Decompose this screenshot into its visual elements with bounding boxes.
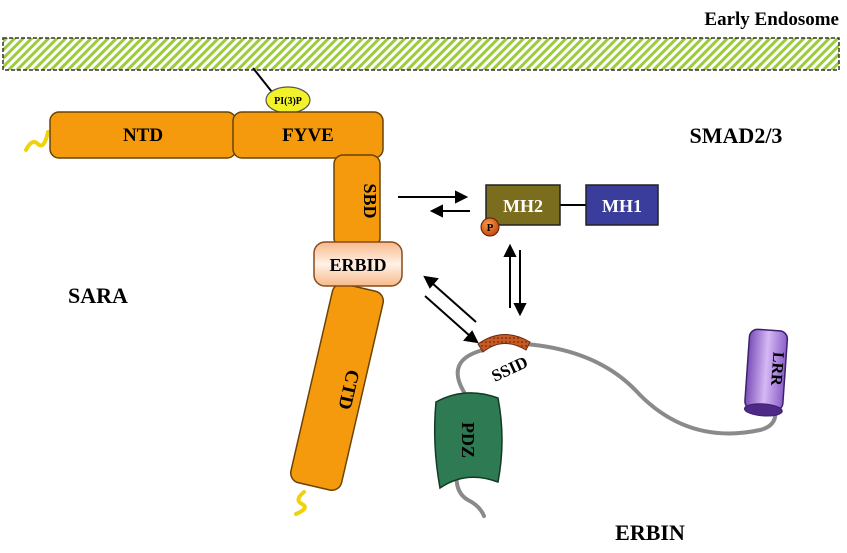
erbid-label: ERBID — [329, 255, 386, 275]
lrr-label: LRR — [767, 351, 786, 386]
erbid-domain — [313, 241, 403, 287]
erbid-ssid-equilibrium-arrows — [423, 275, 479, 344]
pdz-domain — [433, 392, 503, 490]
mh1-domain — [585, 184, 659, 226]
sara-n-tail — [24, 130, 50, 152]
mh2-domain — [485, 184, 561, 226]
pi3p-label: PI(3)P — [274, 96, 302, 107]
mh2-label: MH2 — [503, 196, 543, 216]
membrane-label: Early Endosome — [704, 9, 839, 30]
ctd-domain — [289, 283, 385, 491]
ctd-domain-group: CTD — [289, 283, 385, 491]
lrr-curl — [743, 403, 783, 417]
lipid-tether — [252, 67, 273, 93]
phospho-site — [480, 217, 500, 237]
endosome-membrane — [2, 37, 840, 71]
erbin-backbone-c — [523, 342, 778, 436]
lrr-domain-group: LRR — [743, 328, 789, 417]
fyve-domain — [232, 111, 384, 159]
sara-label: SARA — [68, 283, 128, 308]
fyve-label: FYVE — [282, 125, 334, 146]
ssid-domain — [477, 334, 531, 353]
sara-c-tail — [294, 490, 307, 516]
mh1-label: MH1 — [602, 196, 642, 216]
erbin-label: ERBIN — [615, 520, 685, 545]
ntd-label: NTD — [123, 125, 163, 146]
sbd-smad-equilibrium-arrows — [398, 190, 470, 218]
pdz-label: PDZ — [458, 422, 478, 458]
smad-ssid-equilibrium-arrows — [503, 243, 527, 317]
ssid-label: SSID — [489, 352, 531, 385]
smad-label: SMAD2/3 — [690, 123, 783, 148]
sbd-label: SBD — [360, 183, 380, 218]
phospho-label: P — [487, 222, 494, 234]
